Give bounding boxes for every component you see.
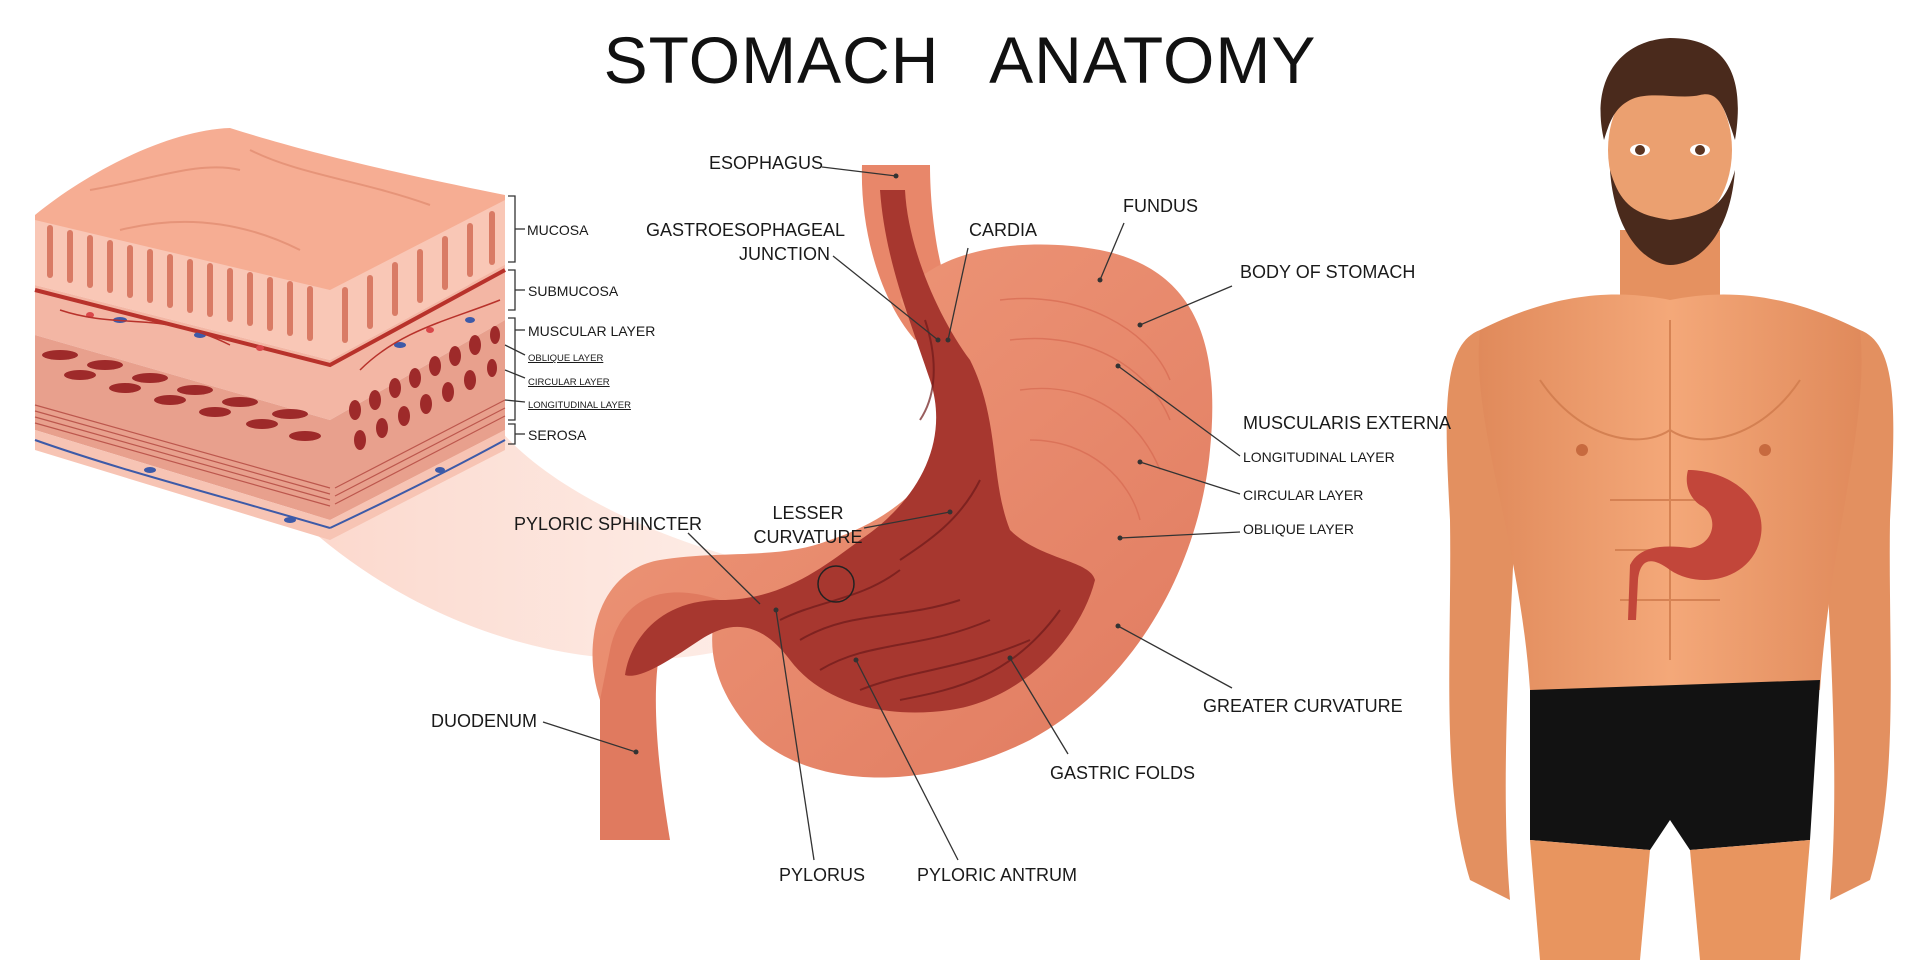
label-muscular-layer: MUSCULAR LAYER <box>528 323 656 339</box>
pyloric-sphincter-marker <box>817 565 855 603</box>
leader-dots <box>633 173 1143 755</box>
label-pylorus: PYLORUS <box>779 865 866 885</box>
stomach-inner-lining <box>625 190 1095 713</box>
head <box>1608 68 1732 232</box>
shorts <box>1530 680 1820 850</box>
label-lesser-curvature-line1: LESSER <box>772 503 844 523</box>
gastric-fold-lines <box>779 319 1061 701</box>
stomach-leader-lines <box>542 166 1241 861</box>
label-esophagus: ESOPHAGUS <box>709 153 824 173</box>
label-oblique-layer: OBLIQUE LAYER <box>1243 521 1355 537</box>
hair <box>1600 38 1738 140</box>
label-submucosa: SUBMUCOSA <box>528 283 619 299</box>
label-cardia: CARDIA <box>969 220 1038 240</box>
label-fundus: FUNDUS <box>1123 196 1198 216</box>
tissue-brackets <box>504 195 526 445</box>
muscle-fibers <box>999 297 1171 521</box>
label-duodenum: DUODENUM <box>431 711 537 731</box>
label-tissue-circular-layer: CIRCULAR LAYER <box>528 377 610 388</box>
label-serosa: SEROSA <box>528 427 587 443</box>
left-leg <box>1530 840 1650 960</box>
label-muscularis-externa: MUSCULARIS EXTERNA <box>1243 413 1452 433</box>
label-circular-layer: CIRCULAR LAYER <box>1243 487 1364 503</box>
tissue-muscle-cells <box>42 326 500 450</box>
tissue-block <box>34 128 506 540</box>
label-pyloric-sphincter: PYLORIC SPHINCTER <box>514 514 703 534</box>
duodenum-shape <box>600 560 760 840</box>
right-leg <box>1690 840 1810 960</box>
tissue-villi <box>47 211 495 343</box>
human-figure <box>1446 38 1894 960</box>
label-ge-junction-line2: JUNCTION <box>739 244 830 264</box>
label-tissue-longitudinal-layer: LONGITUDINAL LAYER <box>528 400 631 411</box>
label-gastric-folds: GASTRIC FOLDS <box>1050 763 1196 783</box>
stomach <box>592 165 1213 840</box>
label-lesser-curvature-line2: CURVATURE <box>753 527 863 547</box>
tissue-submucosa <box>35 265 505 420</box>
label-longitudinal-layer: LONGITUDINAL LAYER <box>1243 449 1395 465</box>
diagram-title: STOMACH ANATOMY <box>603 23 1317 97</box>
tissue-serosa <box>35 430 505 540</box>
label-body-of-stomach: BODY OF STOMACH <box>1240 262 1416 282</box>
body-stomach <box>1628 470 1762 620</box>
label-pyloric-antrum: PYLORIC ANTRUM <box>917 865 1078 885</box>
label-mucosa: MUCOSA <box>527 222 589 238</box>
label-tissue-oblique-layer: OBLIQUE LAYER <box>528 353 604 364</box>
label-greater-curvature: GREATER CURVATURE <box>1203 696 1403 716</box>
beard <box>1610 170 1735 265</box>
label-ge-junction-line1: GASTROESOPHAGEAL <box>646 220 846 240</box>
